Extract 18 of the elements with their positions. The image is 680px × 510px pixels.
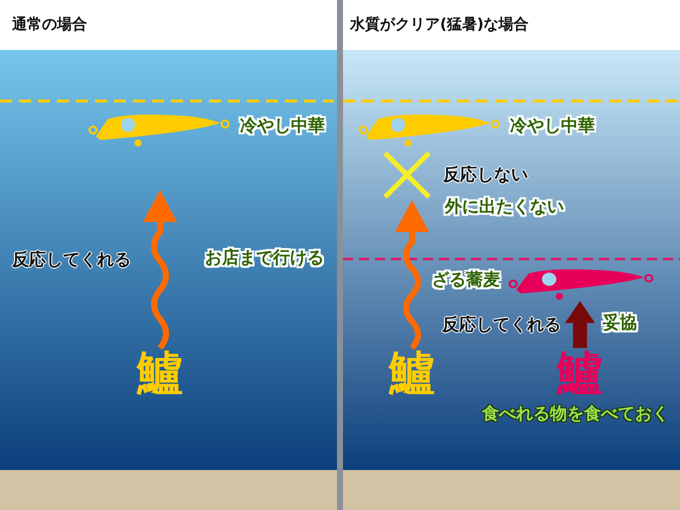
note-text: 外に出たくない: [445, 196, 564, 218]
note-text: お店まで行ける: [205, 247, 324, 269]
wavy-arrow: [395, 200, 429, 350]
fish-kanji: 鱸: [132, 348, 188, 396]
lure-label: ざる蕎麦: [432, 269, 500, 291]
note-text: 妥協: [603, 312, 637, 334]
lure-label: 食べれる物を食べておく: [482, 403, 669, 425]
note-text: 反応してくれる: [442, 314, 561, 336]
note-text: 反応してくれる: [12, 249, 131, 271]
fish-kanji: 鱸: [384, 348, 440, 396]
panel-title: 水質がクリア(猛暑)な場合: [350, 15, 529, 34]
panel-title: 通常の場合: [12, 15, 87, 34]
lure-label: 冷やし中華: [510, 115, 595, 137]
arrow: [565, 301, 595, 348]
note-text: 反応しない: [443, 164, 528, 186]
fish-kanji: 鱸: [552, 348, 608, 396]
wavy-arrow: [143, 190, 177, 350]
lure-label: 冷やし中華: [240, 115, 325, 137]
